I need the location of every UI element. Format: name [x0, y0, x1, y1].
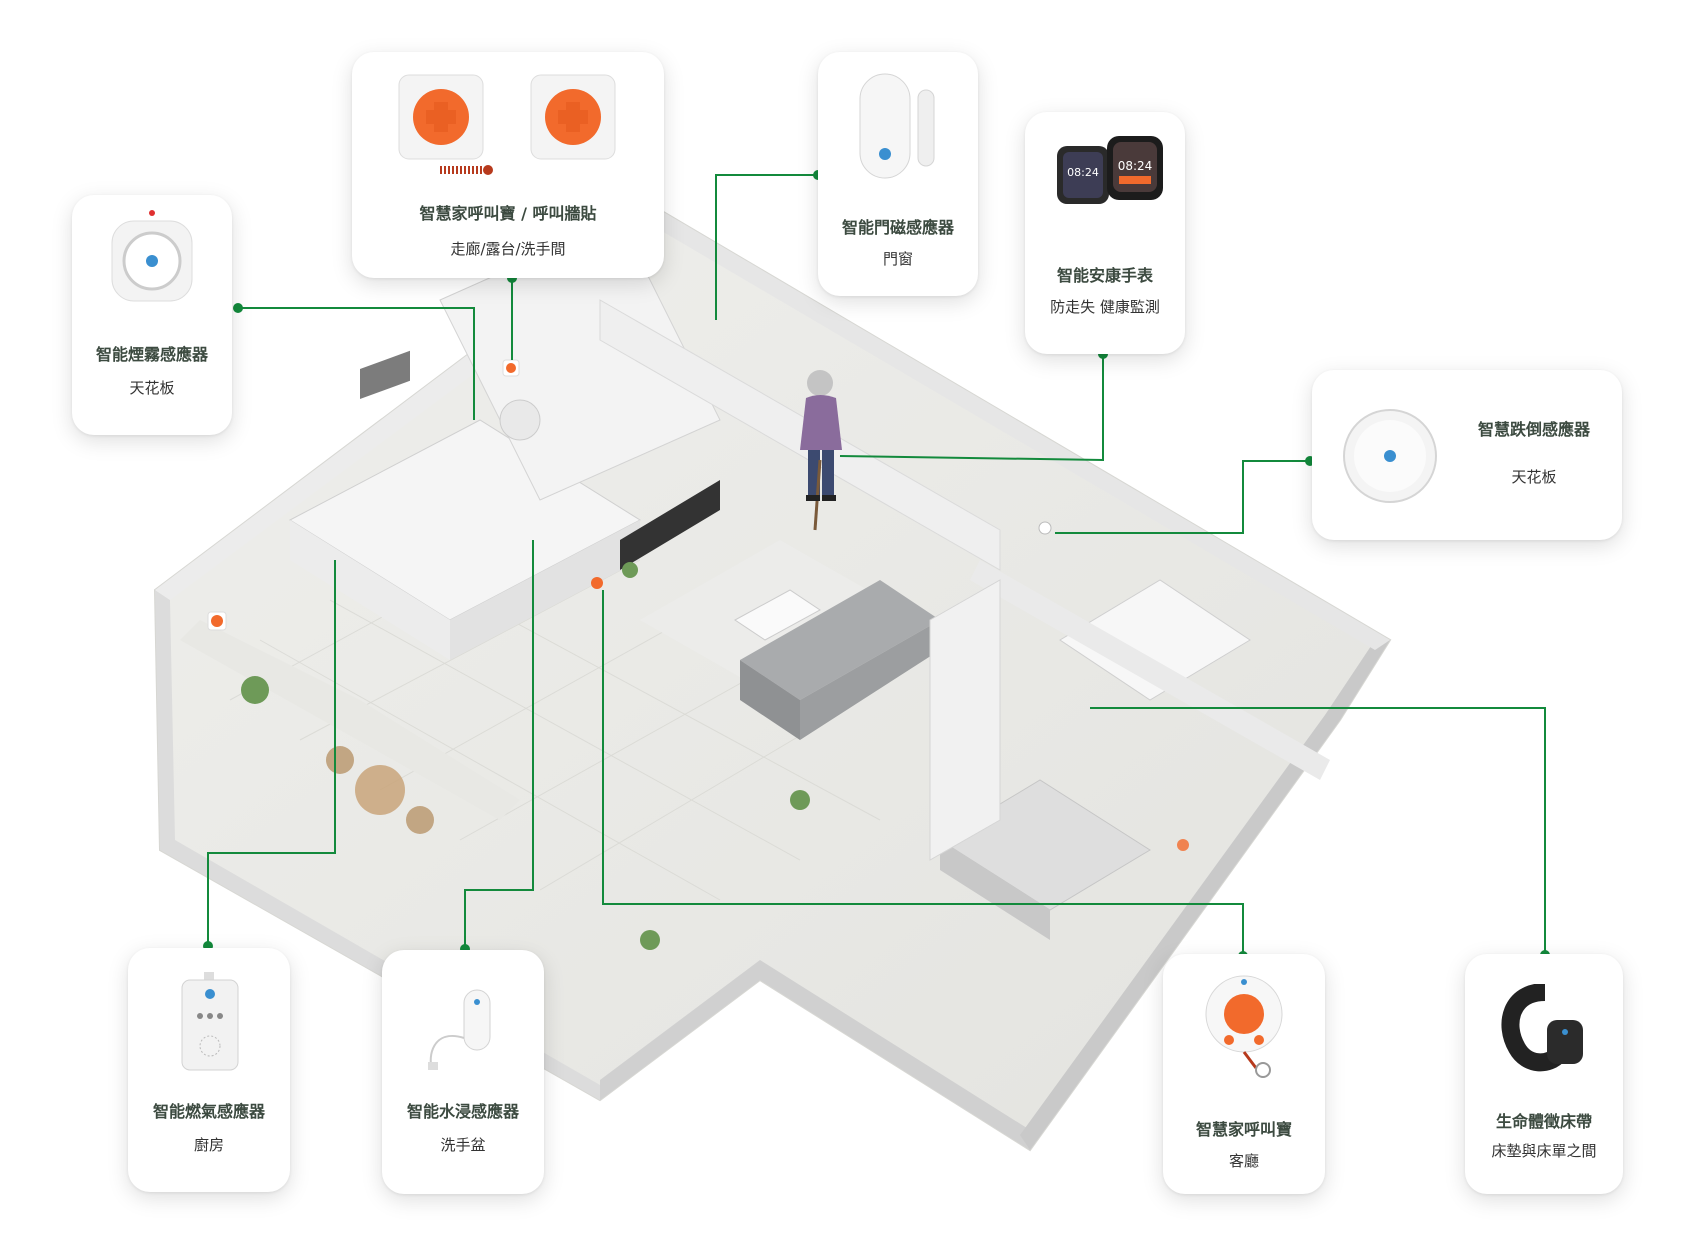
- gas-sensor-location: 廚房: [193, 1136, 224, 1154]
- watch-screen-time-1: 08:24: [1067, 166, 1099, 179]
- elderly-person-figure: [800, 370, 842, 531]
- card-home-call: 智慧家呼叫寶 客廳: [1163, 954, 1325, 1194]
- house-wall-front: [600, 960, 1030, 1150]
- gas-sensor-title: 智能燃氣感應器: [152, 1102, 265, 1121]
- house-wall-right: [1020, 640, 1390, 1150]
- door-sensor-title: 智能門磁感應器: [841, 218, 954, 237]
- watch-title: 智能安康手表: [1056, 266, 1153, 285]
- fall-sensor-icon: [1342, 408, 1438, 504]
- smoke-sensor-icon: [106, 209, 198, 305]
- smart-watch-icon: 08:24 08:24: [1055, 132, 1165, 222]
- connector-lines: [207, 174, 1546, 956]
- smoke-sensor-location: 天花板: [129, 379, 175, 397]
- wall-sticker-icon: [530, 74, 616, 160]
- card-gas-sensor: 智能燃氣感應器 廚房: [128, 948, 290, 1192]
- vital-belt-icon: [1499, 983, 1591, 1074]
- water-sensor-title: 智能水浸感應器: [406, 1102, 519, 1121]
- water-sensor-icon: [422, 988, 502, 1072]
- house-wall-back: [660, 210, 1390, 650]
- door-sensor-location: 門窗: [882, 250, 913, 268]
- watch-location: 防走失 健康監測: [1050, 298, 1160, 316]
- water-sensor-location: 洗手盆: [440, 1136, 486, 1154]
- vital-belt-title: 生命體徵床帶: [1495, 1112, 1592, 1131]
- watch-screen-time-2: 08:24: [1118, 159, 1153, 173]
- call-button-location: 走廊/露台/洗手間: [450, 240, 566, 258]
- call-button-icon: [398, 74, 484, 160]
- card-watch: 08:24 08:24 智能安康手表 防走失 健康監測: [1025, 112, 1185, 354]
- pull-cord-icon: [438, 162, 498, 176]
- gas-sensor-icon: [178, 972, 242, 1072]
- home-call-icon: [1201, 970, 1287, 1080]
- door-sensor-icon: [854, 72, 944, 182]
- home-call-location: 客廳: [1228, 1152, 1259, 1170]
- fall-sensor-title: 智慧跌倒感應器: [1477, 420, 1590, 439]
- card-water-sensor: 智能水浸感應器 洗手盆: [382, 950, 544, 1194]
- card-door-sensor: 智能門磁感應器 門窗: [818, 52, 978, 296]
- card-vital-belt: 生命體徵床帶 床墊與床單之間: [1465, 954, 1623, 1194]
- card-smoke-sensor: 智能煙霧感應器 天花板: [72, 195, 232, 435]
- vital-belt-location: 床墊與床單之間: [1491, 1142, 1597, 1160]
- home-call-title: 智慧家呼叫寶: [1195, 1120, 1292, 1139]
- fall-sensor-location: 天花板: [1511, 468, 1557, 486]
- call-button-title: 智慧家呼叫寶 / 呼叫牆貼: [419, 204, 597, 223]
- card-fall-sensor: 智慧跌倒感應器 天花板: [1312, 370, 1622, 540]
- card-call-button: 智慧家呼叫寶 / 呼叫牆貼 走廊/露台/洗手間: [352, 52, 664, 278]
- smoke-sensor-title: 智能煙霧感應器: [95, 345, 208, 364]
